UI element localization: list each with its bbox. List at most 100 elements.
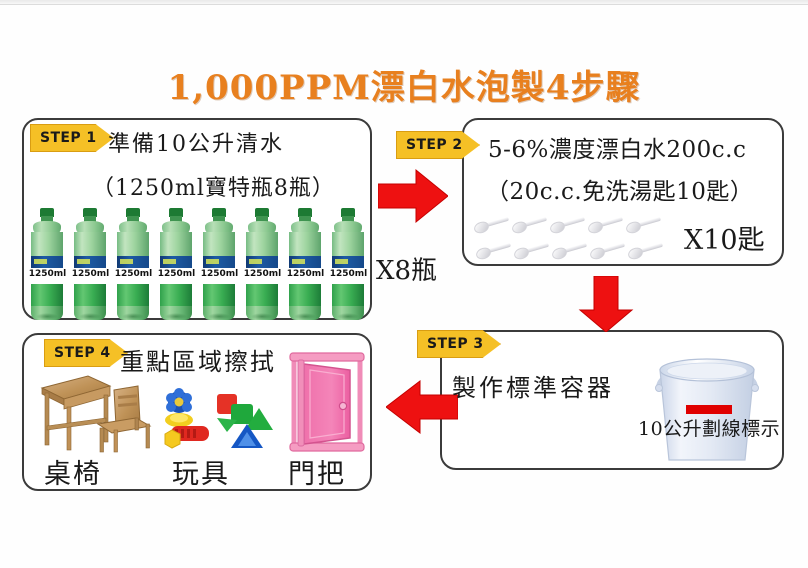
spoon-icon: [626, 242, 666, 262]
bottle-volume-label: 1250ml: [198, 268, 241, 280]
step-2-line2: （20c.c.免洗湯匙10匙）: [486, 179, 754, 205]
spoon-bowl: [550, 245, 569, 262]
bottle-neck: [256, 216, 268, 222]
bottle-label-mark: [292, 259, 305, 264]
spoon-bowl: [624, 219, 643, 236]
arrow-down-icon: [578, 276, 634, 332]
bottle-volume-label: 1250ml: [112, 268, 155, 280]
bottle-icon: 1250ml: [198, 208, 241, 320]
spoon-bowl: [474, 245, 493, 262]
bottle-lower: [160, 284, 192, 308]
bottle-cap: [40, 208, 54, 217]
step-2-badge-label: STEP 2: [406, 137, 463, 153]
bottle-lower: [332, 284, 364, 308]
top-band-divider: [0, 4, 808, 5]
bottle-label-mark: [163, 259, 176, 264]
bottle-neck: [127, 216, 139, 222]
bottle-shoulder: [291, 221, 319, 234]
spoon-bowl: [548, 219, 567, 236]
bottle-cap: [212, 208, 226, 217]
bottle-cap: [298, 208, 312, 217]
spoon-icon: [472, 216, 512, 236]
arrow-left-icon: [386, 379, 458, 435]
bottle-lower: [203, 284, 235, 308]
bottle-label-mark: [206, 259, 219, 264]
bottle-lower: [74, 284, 106, 308]
spoon-icon: [474, 242, 514, 262]
bottle-cap: [255, 208, 269, 217]
step-1-line1: 準備10公升清水: [108, 132, 284, 157]
desk-chair-icon: [40, 375, 152, 453]
bottle-icon: 1250ml: [26, 208, 69, 320]
bottle-base: [289, 306, 321, 320]
spoon-bowl: [586, 219, 605, 236]
bottle-shoulder: [162, 221, 190, 234]
bottle-icon: 1250ml: [112, 208, 155, 320]
spoon-icon: [510, 216, 550, 236]
bottle-neck: [299, 216, 311, 222]
step-4-badge-label: STEP 4: [54, 345, 111, 361]
bottle-base: [31, 306, 63, 320]
bottle-label-band: [160, 256, 192, 268]
bottle-label-band: [289, 256, 321, 268]
spoon-bowl: [588, 245, 607, 262]
bucket-icon: [655, 358, 759, 461]
bottle-label-mark: [77, 259, 90, 264]
bottle-label-mark: [249, 259, 262, 264]
bottle-label-band: [74, 256, 106, 268]
toys-icon: [164, 388, 273, 449]
bottle-label-mark: [34, 259, 47, 264]
bottle-label-mark: [120, 259, 133, 264]
bottle-base: [160, 306, 192, 320]
step-4-line1: 重點區域擦拭: [120, 348, 276, 376]
step-4-item-0: 桌椅: [44, 459, 102, 490]
spoon-group: [472, 216, 674, 268]
bottle-volume-label: 1250ml: [284, 268, 327, 280]
bottle-icon: 1250ml: [155, 208, 198, 320]
bottle-shoulder: [205, 221, 233, 234]
bottle-base: [117, 306, 149, 320]
bottle-base: [246, 306, 278, 320]
spoon-icon: [586, 216, 626, 236]
bottle-icon: 1250ml: [69, 208, 112, 320]
step-2-multiplier: X10匙: [684, 225, 765, 256]
step-3-caption: 10公升劃線標示: [638, 418, 781, 440]
bottle-neck: [170, 216, 182, 222]
bottle-volume-label: 1250ml: [327, 268, 370, 280]
arrow-right-icon: [378, 168, 448, 224]
bottle-lower: [117, 284, 149, 308]
bottle-label-band: [246, 256, 278, 268]
bottle-lower: [31, 284, 63, 308]
door-icon: [289, 352, 365, 452]
bottle-cap: [341, 208, 355, 217]
bottle-volume-label: 1250ml: [155, 268, 198, 280]
bottle-neck: [84, 216, 96, 222]
bottle-neck: [342, 216, 354, 222]
page-title: 1,000PPM漂白水泡製4步驟: [167, 68, 641, 108]
bottle-label-mark: [335, 259, 348, 264]
bottle-shoulder: [248, 221, 276, 234]
step-1-badge: STEP 1: [30, 124, 114, 152]
bottle-label-band: [117, 256, 149, 268]
spoon-icon: [624, 216, 664, 236]
spoon-icon: [512, 242, 552, 262]
step-3-badge-label: STEP 3: [427, 336, 484, 352]
bottle-base: [203, 306, 235, 320]
step-2-badge: STEP 2: [396, 131, 480, 159]
bottle-shoulder: [76, 221, 104, 234]
bottle-base: [332, 306, 364, 320]
bottle-volume-label: 1250ml: [26, 268, 69, 280]
spoon-icon: [548, 216, 588, 236]
spoon-bowl: [510, 219, 529, 236]
step-3-badge: STEP 3: [417, 330, 501, 358]
bottle-shoulder: [33, 221, 61, 234]
bottle-cap: [126, 208, 140, 217]
bottle-neck: [213, 216, 225, 222]
bottle-cap: [83, 208, 97, 217]
spoon-icon: [588, 242, 628, 262]
bottle-neck: [41, 216, 53, 222]
spoon-bowl: [472, 219, 491, 236]
bottle-icon: 1250ml: [327, 208, 370, 320]
bottle-lower: [246, 284, 278, 308]
